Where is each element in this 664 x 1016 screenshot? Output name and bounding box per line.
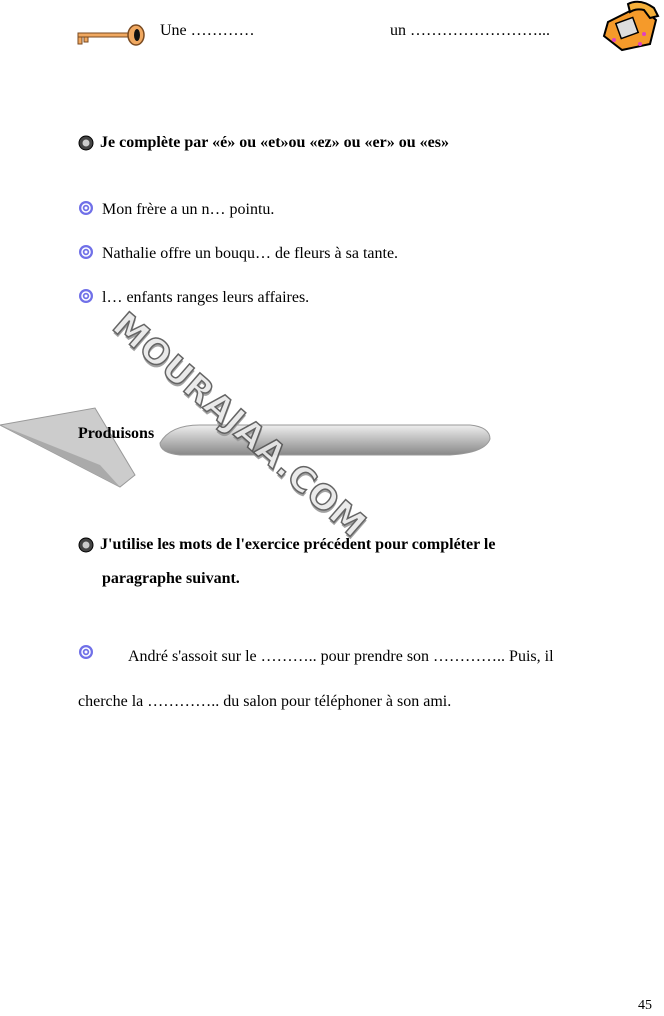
numbered-bullet-icon bbox=[78, 135, 94, 151]
page-number: 45 bbox=[638, 998, 652, 1013]
spiral-bullet-icon bbox=[79, 245, 93, 259]
key-word-blank: Une ………… bbox=[160, 22, 255, 39]
phone-word-blank: un ……………………... bbox=[390, 22, 550, 39]
spiral-bullet-icon bbox=[79, 201, 93, 215]
exercise2-paragraph: André s'assoit sur le ……….. pour prendre… bbox=[128, 648, 554, 665]
section-banner-graphic bbox=[0, 407, 491, 488]
exercise1-item: Mon frère a un n… pointu. bbox=[102, 201, 275, 218]
section-title: Produisons bbox=[78, 425, 155, 442]
exercise1-item: l… enfants ranges leurs affaires. bbox=[102, 289, 310, 306]
spiral-bullet-icon bbox=[79, 289, 93, 303]
spiral-bullet-icon bbox=[79, 645, 93, 659]
exercise2-paragraph-continued: cherche la ………….. du salon pour téléphon… bbox=[78, 693, 452, 710]
exercise1-title: Je complète par «é» ou «et»ou «ez» ou «e… bbox=[100, 134, 449, 151]
numbered-bullet-icon bbox=[78, 537, 94, 553]
exercise1-item: Nathalie offre un bouqu… de fleurs à sa … bbox=[102, 245, 399, 262]
exercise2-title: J'utilise les mots de l'exercice précéde… bbox=[100, 536, 496, 553]
telephone-icon bbox=[602, 0, 660, 52]
key-icon bbox=[77, 24, 145, 46]
exercise2-title-continued: paragraphe suivant. bbox=[102, 570, 240, 587]
